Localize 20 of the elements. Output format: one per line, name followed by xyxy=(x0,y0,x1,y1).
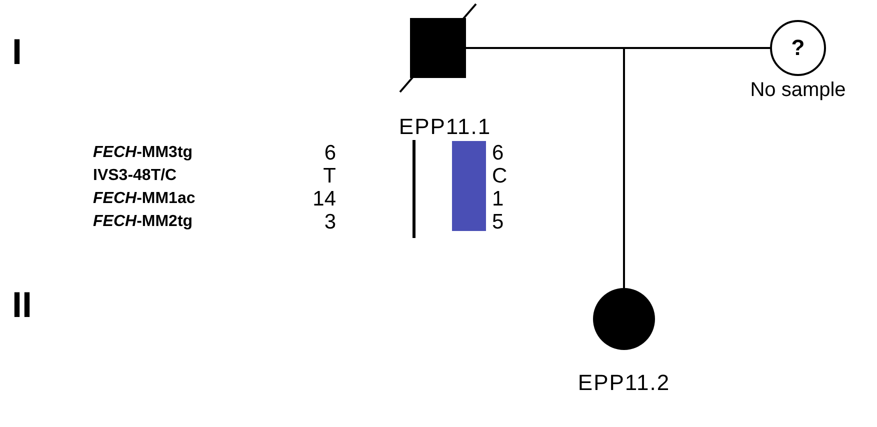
allele-value: 6 xyxy=(492,142,504,164)
marker-name: FECH-MM2tg xyxy=(93,214,193,230)
generation-numeral: I xyxy=(12,34,22,70)
status-note: No sample xyxy=(750,80,846,100)
allele-value: 5 xyxy=(492,212,504,232)
descent-line xyxy=(623,47,770,288)
generation-numeral: II xyxy=(12,287,32,323)
allele-value: C xyxy=(492,166,508,186)
individual-id: EPP11.1 xyxy=(398,116,492,138)
marker-name: FECH-MM1ac xyxy=(93,191,196,207)
affected-male-square xyxy=(410,18,466,78)
individual-id: EPP11.2 xyxy=(578,372,670,394)
allele-value: 3 xyxy=(324,212,336,232)
marker-name: FECH-MM3tg xyxy=(93,145,193,161)
allele-value: 6 xyxy=(324,142,336,164)
allele-value: T xyxy=(323,166,336,186)
allele-value: 1 xyxy=(492,188,504,210)
marker-name: IVS3-48T/C xyxy=(93,168,177,184)
status-mark: ? xyxy=(791,35,805,61)
allele-value: 14 xyxy=(312,188,336,210)
